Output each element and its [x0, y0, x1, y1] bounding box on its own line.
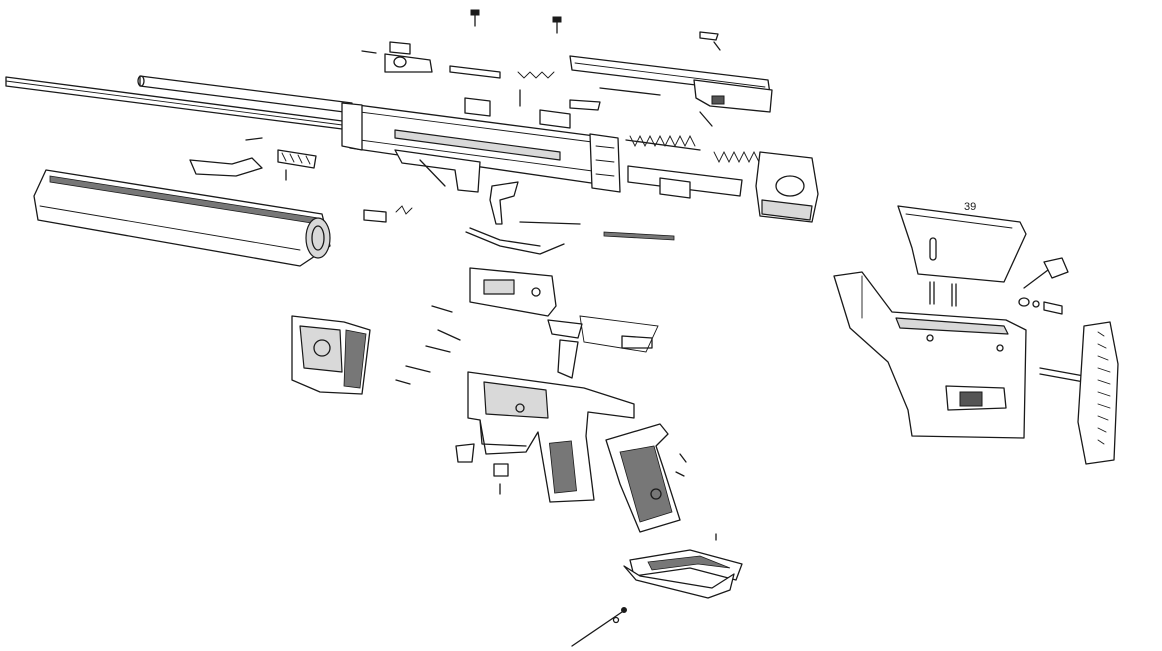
left-small-parts — [189, 137, 413, 223]
lower-small-parts — [455, 443, 687, 495]
trigger-guard-pad — [623, 533, 743, 599]
barrel-receiver-assembly — [5, 75, 621, 193]
handguard — [33, 169, 331, 267]
buttstock-assembly — [833, 205, 1119, 465]
magazine-housing — [291, 315, 371, 395]
pistol-grip — [605, 423, 681, 533]
bolt-group — [625, 134, 819, 223]
trigger-group — [395, 181, 675, 385]
screw-icon — [552, 16, 562, 34]
screw-icon — [470, 9, 480, 27]
small-parts-top — [361, 9, 721, 111]
bottom-pin — [571, 607, 627, 647]
bolt-carrier — [569, 55, 773, 127]
lower-receiver — [467, 371, 635, 503]
part-callout-39: 39 — [964, 201, 976, 213]
